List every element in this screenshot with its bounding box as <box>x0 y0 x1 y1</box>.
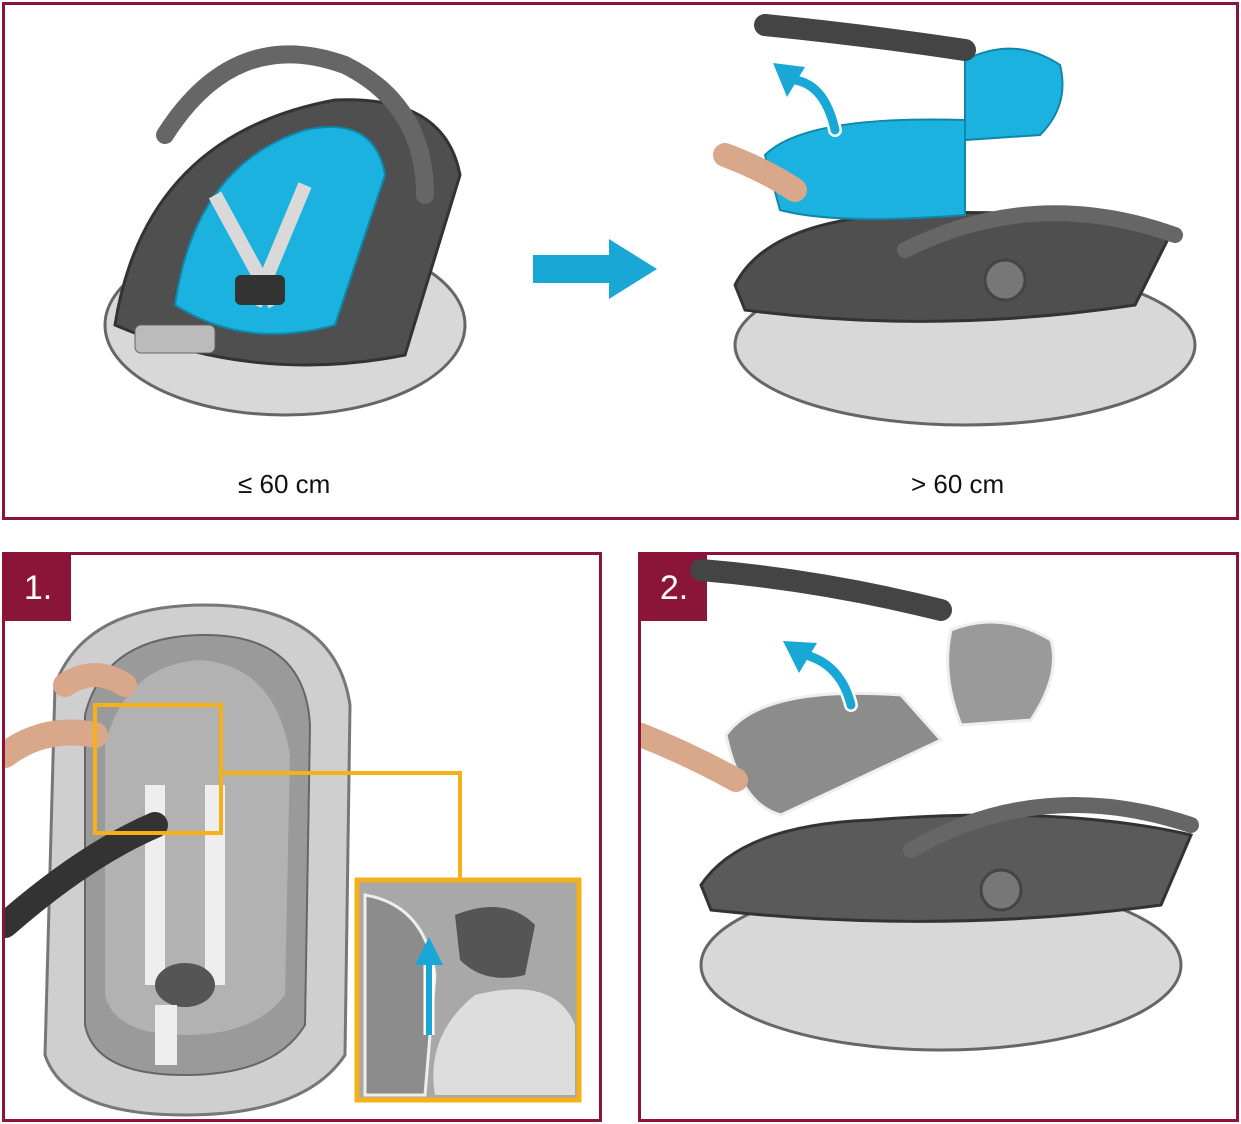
up-arrow-icon <box>415 937 443 1035</box>
step-2-panel: 2. <box>638 552 1239 1122</box>
callout-connector <box>221 771 462 880</box>
arrow-right-icon <box>533 239 657 299</box>
caption-large-baby: > 60 cm <box>911 469 1005 499</box>
car-seat-insert-removed <box>641 559 1199 1052</box>
step-1-illustration <box>5 603 582 1117</box>
step-2-illustration <box>641 559 1199 1052</box>
lift-arrow-icon <box>783 641 858 712</box>
car-seat-insert-lifted <box>713 14 1197 427</box>
comparison-illustration <box>103 14 1197 427</box>
highlight-box <box>93 703 223 835</box>
comparison-panel: ≤ 60 cm > 60 cm <box>2 2 1239 520</box>
step-number-badge: 1. <box>5 555 71 621</box>
zoom-callout <box>354 877 582 1103</box>
car-seat-topview <box>5 603 352 1117</box>
lift-arrow-icon <box>773 63 842 137</box>
caption-small-baby: ≤ 60 cm <box>238 469 331 499</box>
car-seat-with-insert <box>103 45 467 417</box>
step-1-panel: 1. <box>2 552 602 1122</box>
